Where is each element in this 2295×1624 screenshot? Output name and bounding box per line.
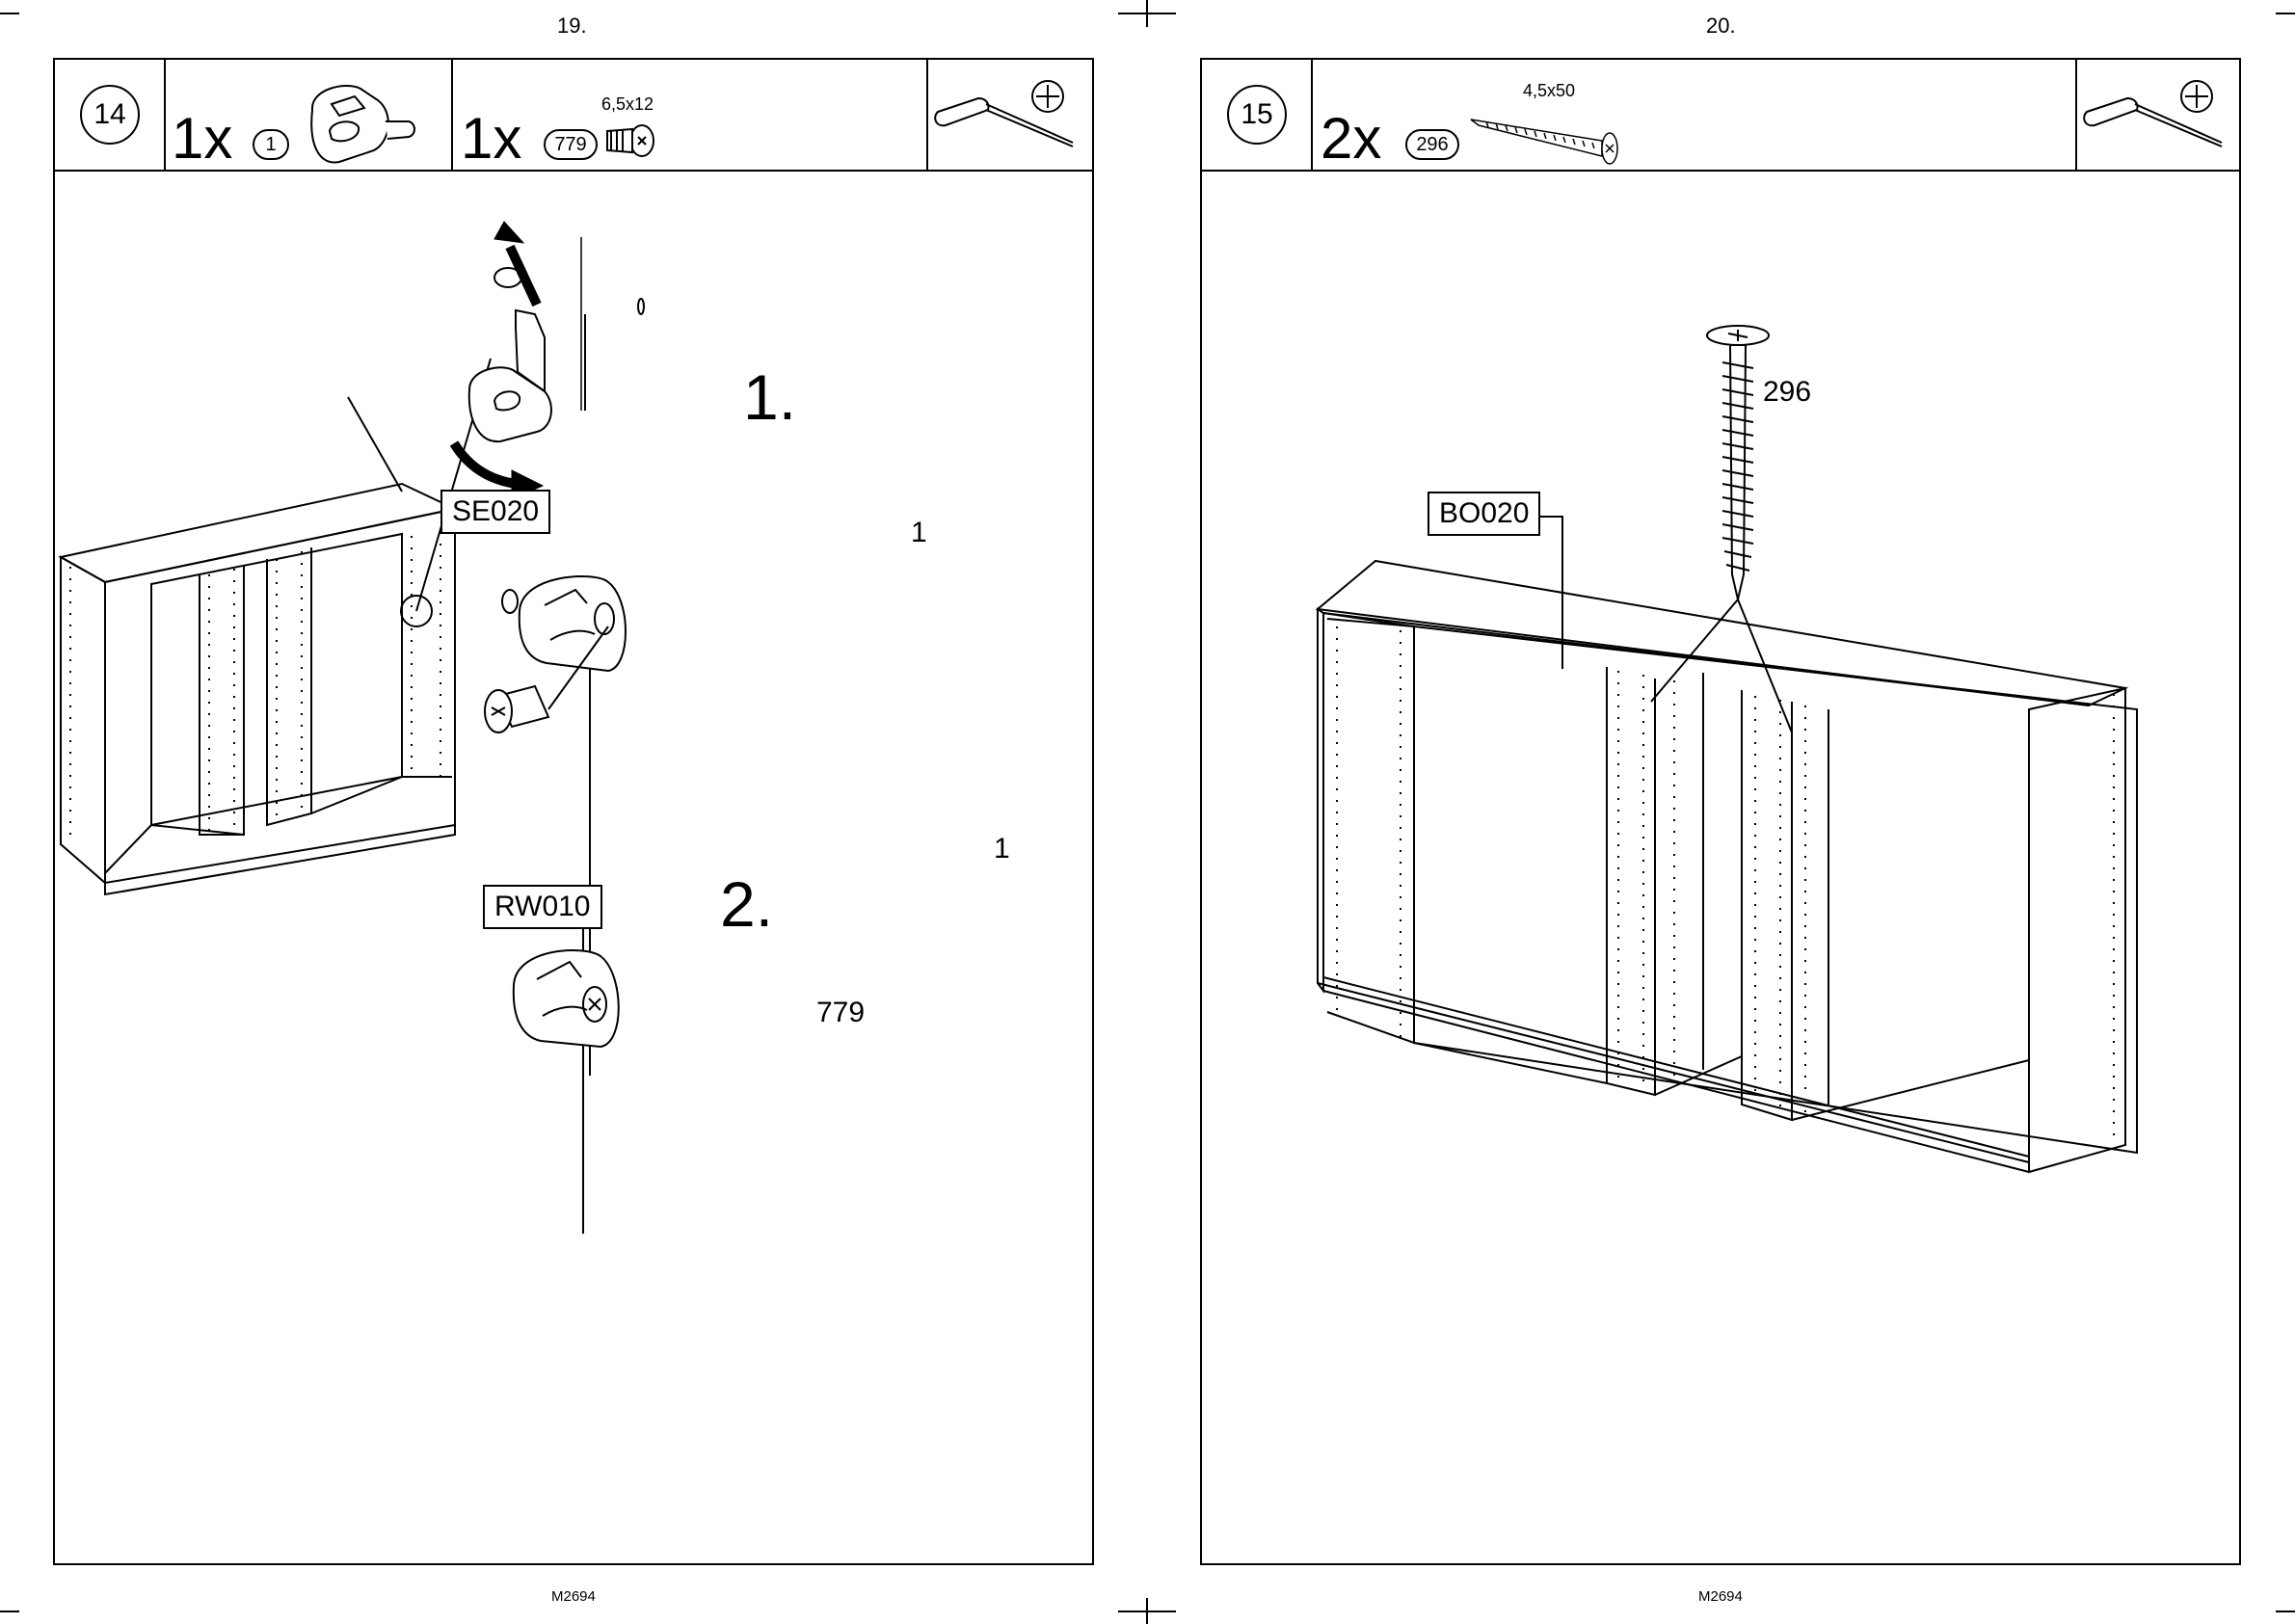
part-label-side: RW010 (483, 885, 602, 929)
assembly-illustration (55, 170, 1096, 1567)
instruction-panel-step-14: 14 1x 1 1x 779 6,5x12 (53, 58, 1094, 1565)
wardrobe-back-wall (151, 534, 402, 825)
part-cell-1: 1x 1 (166, 60, 453, 170)
wardrobe-left-side (61, 557, 105, 883)
part-id: 296 (1405, 129, 1459, 160)
part-spec: 6,5x12 (601, 94, 654, 115)
part-qty: 1x (461, 110, 521, 168)
part-id: 1 (253, 129, 289, 160)
screwdriver-icon (928, 60, 1092, 156)
part-id: 779 (544, 129, 598, 160)
screw-label: 296 (1763, 376, 1811, 409)
tools-cell (928, 60, 1094, 170)
step-label-1: 1. (743, 360, 796, 434)
screwdriver-icon (2077, 60, 2241, 156)
wardrobe-right-side (2029, 688, 2125, 1172)
phillips-head-icon (2181, 81, 2212, 112)
page-number: 20. (1706, 13, 1736, 39)
wardrobe-front-left (1318, 609, 1323, 991)
step-number-cell: 15 (1202, 60, 1313, 170)
wardrobe-top (1318, 561, 2125, 706)
phillips-head-icon (1032, 81, 1063, 112)
part-cell-1: 2x 296 4,5x50 (1313, 60, 2077, 170)
long-screw-296 (1707, 326, 1769, 599)
part-label-top: SE020 (440, 490, 550, 534)
step-number: 14 (80, 85, 140, 145)
parts-header: 14 1x 1 1x 779 6,5x12 (55, 60, 1092, 172)
connector-fitting-icon (301, 71, 445, 168)
part-label-top: BO020 (1428, 492, 1540, 536)
screw-label: 779 (816, 997, 865, 1029)
page-number: 19. (557, 13, 587, 39)
parts-header: 15 2x 296 4,5x50 (1202, 60, 2239, 172)
part-spec: 4,5x50 (1523, 81, 1575, 101)
part-cell-2: 1x 779 6,5x12 (453, 60, 928, 170)
part-qty: 2x (1321, 110, 1381, 168)
fitting-label: 1 (994, 833, 1010, 865)
fitting-label: 1 (911, 517, 927, 549)
footer-code: M2694 (551, 1588, 596, 1605)
wardrobe-top (61, 484, 455, 582)
step-label-2: 2. (720, 867, 773, 941)
assembly-illustration (1202, 170, 2243, 1567)
tools-cell (2077, 60, 2241, 170)
step-number-cell: 14 (55, 60, 166, 170)
step-number: 15 (1227, 85, 1287, 145)
instruction-panel-step-15: 15 2x 296 4,5x50 (1200, 58, 2241, 1565)
screw-icon (603, 120, 661, 168)
part-qty: 1x (172, 110, 232, 168)
footer-code: M2694 (1698, 1588, 1743, 1605)
